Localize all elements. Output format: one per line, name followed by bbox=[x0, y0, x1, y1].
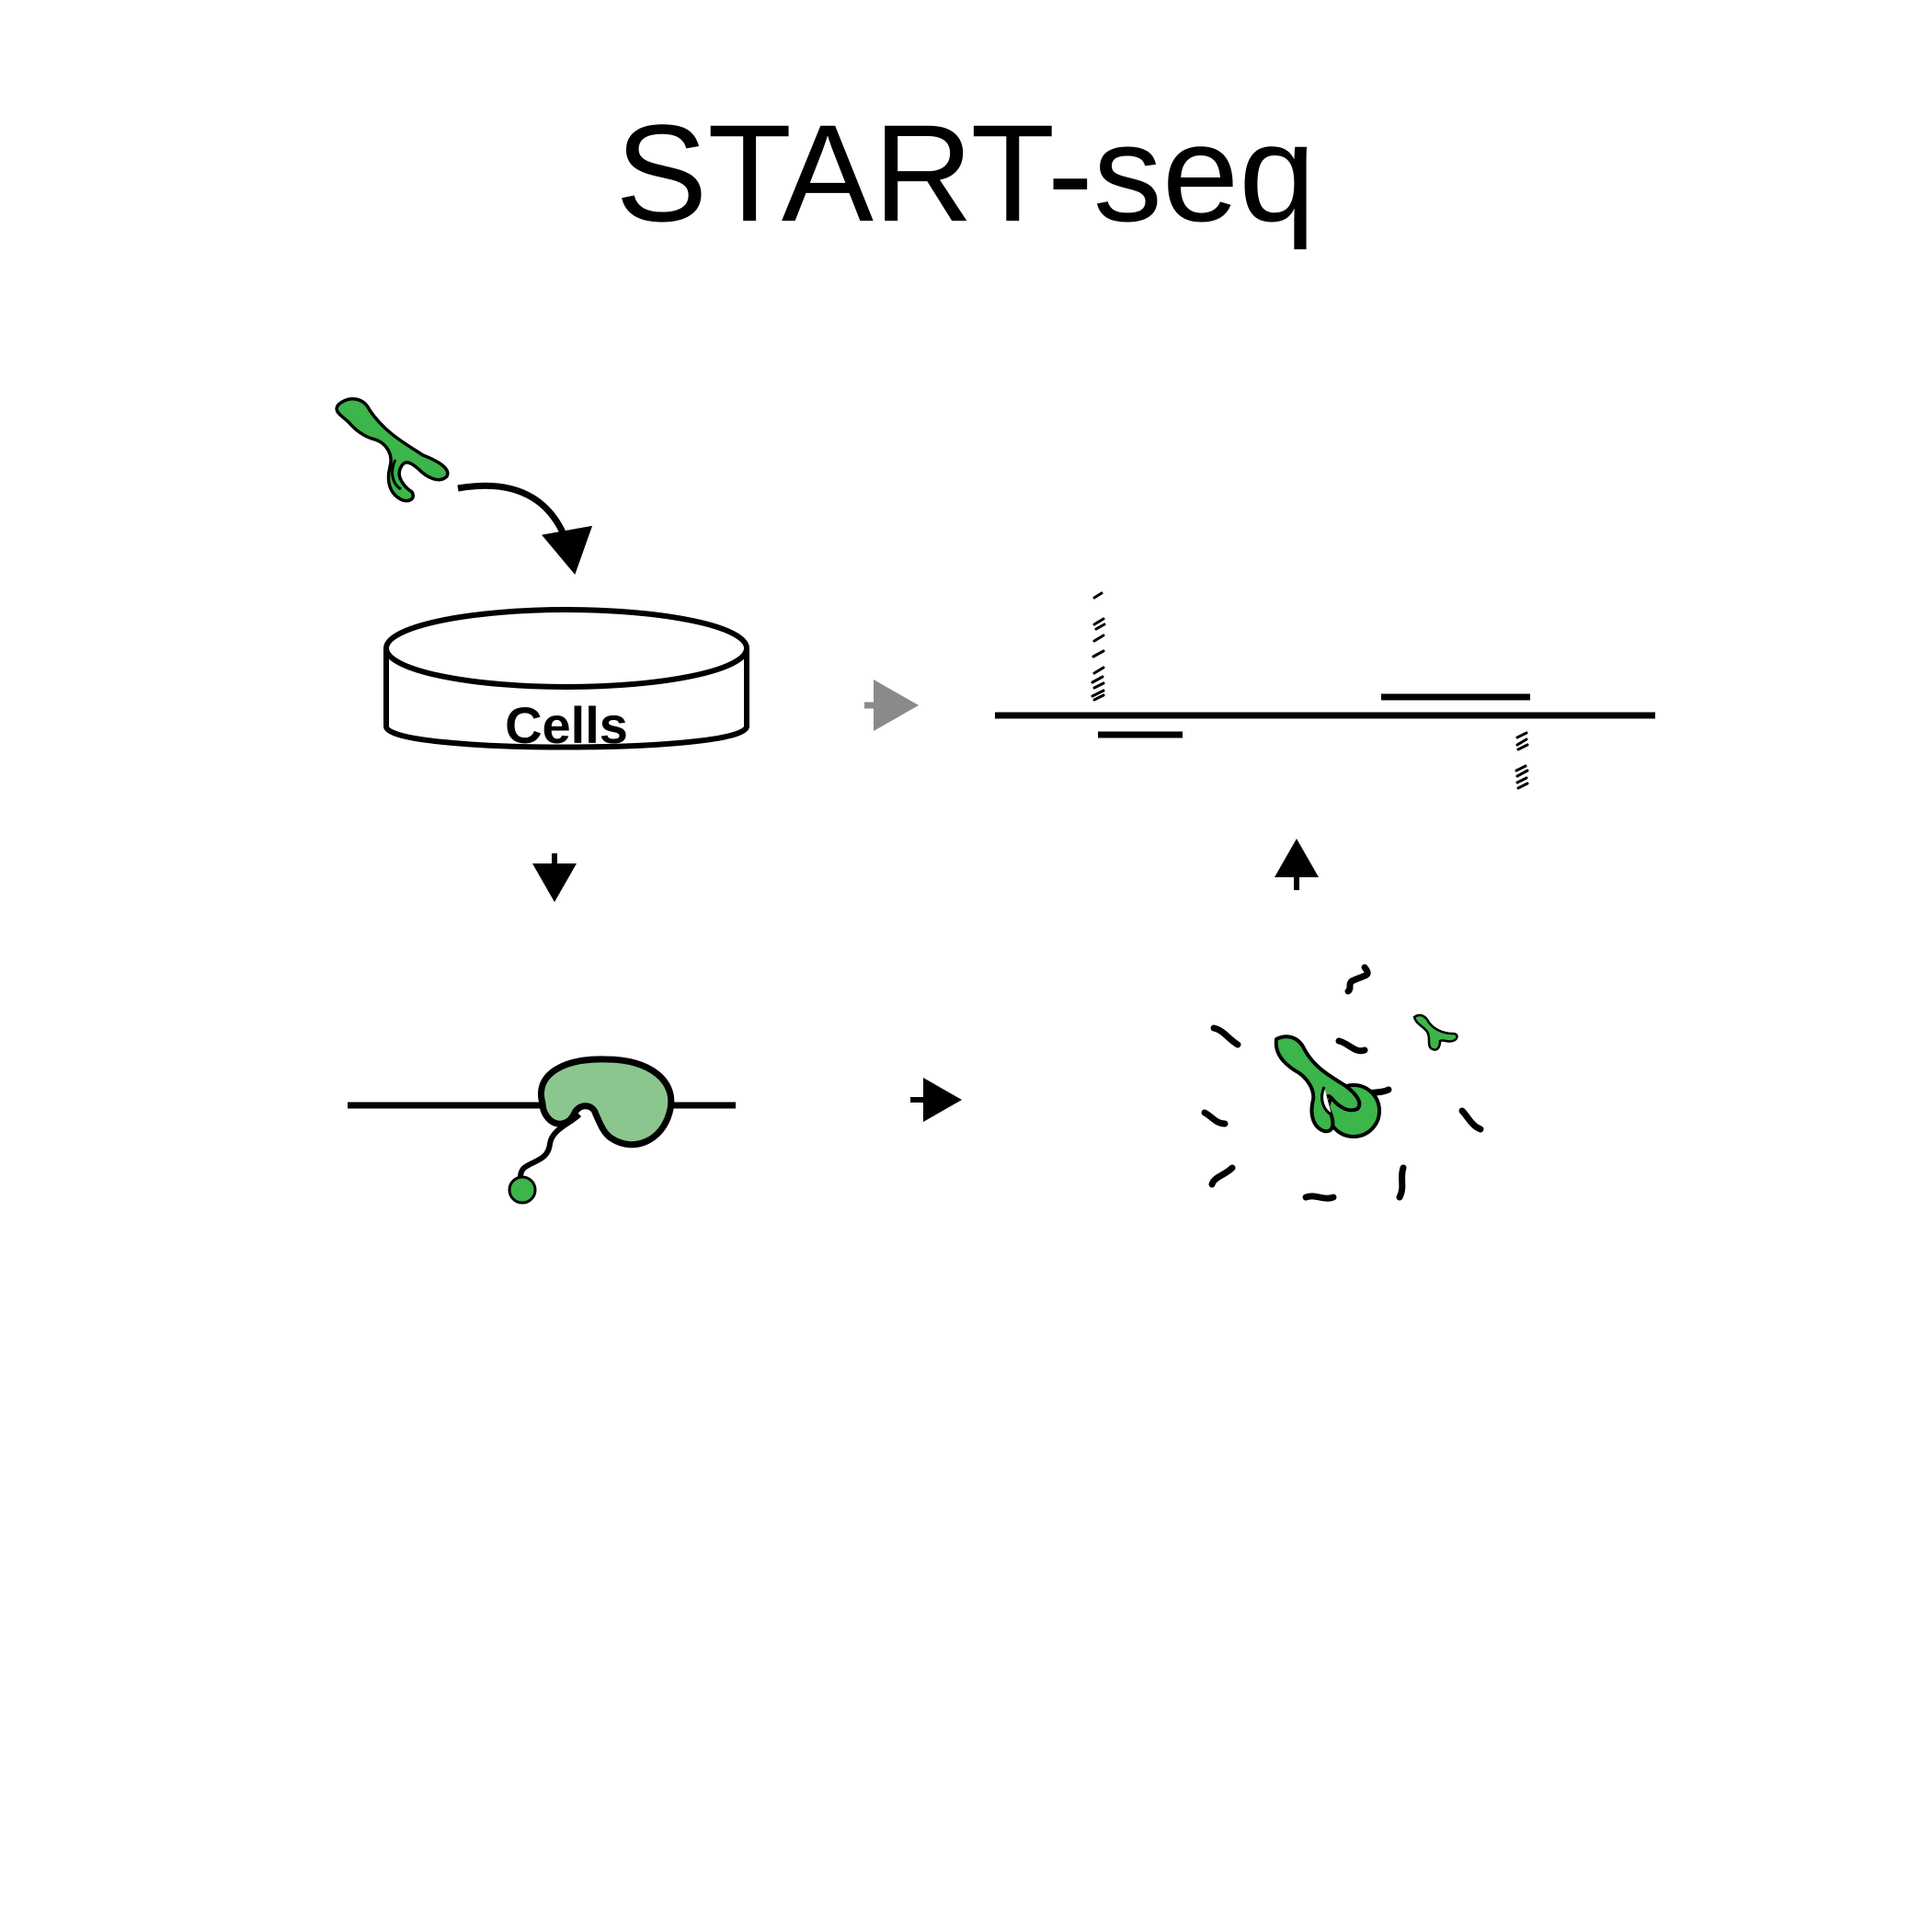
drug-molecule-icon bbox=[335, 397, 450, 503]
small-molecule-icon bbox=[1412, 1013, 1458, 1051]
page-title: START-seq bbox=[615, 96, 1315, 250]
dish-label: Cells bbox=[505, 696, 628, 754]
read-pileup-minus bbox=[1515, 731, 1529, 790]
genome-track-icon bbox=[995, 591, 1655, 790]
bound-molecule-icon bbox=[1274, 1035, 1381, 1138]
curved-arrow bbox=[457, 482, 593, 575]
petri-dish-icon: Cells bbox=[383, 607, 749, 754]
rna-polymerase-icon bbox=[348, 1056, 736, 1205]
read-pileup-plus bbox=[1091, 591, 1106, 702]
